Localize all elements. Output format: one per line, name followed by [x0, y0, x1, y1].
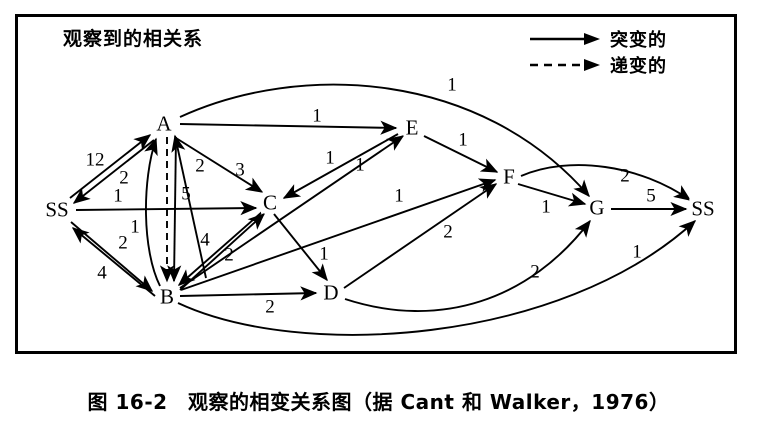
legend-label-dashed: 递变的 [610, 56, 667, 77]
edge-label-b-d: 2 [265, 296, 275, 318]
edge-label-f-g: 1 [541, 196, 551, 218]
edge-label-d-g: 2 [530, 261, 540, 283]
solid-arrow-icon [528, 30, 602, 48]
edge-label-a-b-solid: 5 [181, 183, 191, 205]
node-b[interactable]: B [157, 284, 177, 309]
edge-label-e-c: 1 [325, 147, 335, 169]
edge-label-ssl-c: 1 [113, 185, 123, 207]
node-f[interactable]: F [501, 164, 517, 189]
node-c[interactable]: C [260, 190, 280, 215]
node-g[interactable]: G [587, 195, 607, 220]
node-e[interactable]: E [403, 115, 421, 140]
legend-label-solid: 突变的 [610, 30, 667, 51]
edge-label-b-a: 2 [195, 155, 205, 177]
edge-label-b-e: 1 [355, 154, 365, 176]
edge-label-a-g: 1 [447, 74, 457, 96]
edge-label-e-f: 1 [458, 129, 468, 151]
node-ss-right[interactable]: SS [689, 196, 717, 221]
edge-label-a-c: 3 [235, 159, 245, 181]
legend-item-solid: 突变的 [528, 26, 667, 52]
legend-item-dashed: 递变的 [528, 52, 667, 78]
edge-label-b-ssr: 1 [632, 241, 642, 263]
edge-label-ssl-a: 12 [85, 149, 105, 171]
diagram-title: 观察到的相关系 [63, 28, 204, 50]
edge-label-b-c: 2 [224, 244, 234, 266]
figure-caption: 图 16-2 观察的相变关系图（据 Cant 和 Walker，1976） [87, 390, 670, 414]
edge-label-g-ssr: 5 [646, 185, 656, 207]
edge-label-d-f: 2 [443, 221, 453, 243]
edge-label-ssl-b: 2 [118, 232, 128, 254]
edge-label-b-ssl: 4 [97, 262, 107, 284]
edge-label-f-ssr: 2 [620, 165, 630, 187]
dashed-arrow-icon [528, 56, 602, 74]
edge-label-a-ssl: 2 [119, 167, 129, 189]
edge-label-b-a-curve: 1 [130, 216, 140, 238]
legend: 突变的 递变的 [528, 26, 667, 78]
node-ss-left[interactable]: SS [43, 197, 71, 222]
edge-label-c-b: 4 [200, 229, 210, 251]
node-d[interactable]: D [321, 280, 341, 305]
edge-label-b-f: 1 [394, 185, 404, 207]
edge-label-c-d: 1 [319, 243, 329, 265]
node-a[interactable]: A [154, 111, 174, 136]
edge-label-a-e: 1 [312, 105, 322, 127]
